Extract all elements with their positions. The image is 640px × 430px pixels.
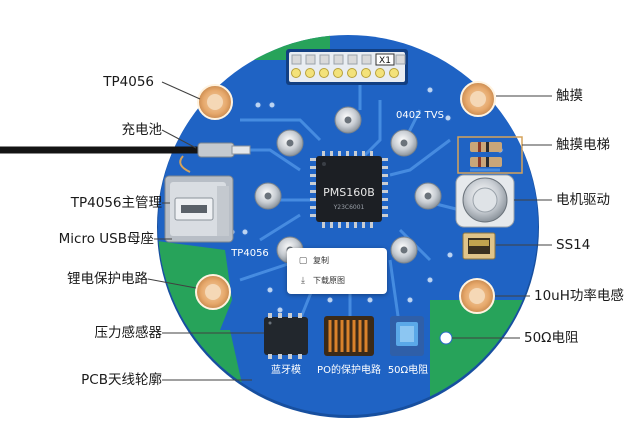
label-50ohm: 50Ω电阻 <box>524 330 579 346</box>
resistor-via <box>439 331 453 345</box>
bluetooth-module <box>264 313 308 359</box>
label-battery: 充电池 <box>121 122 163 138</box>
silk-bluetooth-label: 蓝牙模 <box>271 364 301 376</box>
label-pressure-sensor: 压力感感器 <box>94 325 163 341</box>
mounting-holes <box>254 106 442 264</box>
micro-usb-connector <box>164 175 234 243</box>
silk-50r-label: 50Ω电阻 <box>388 363 428 376</box>
mcu-chip-label: PMS160B <box>323 186 375 199</box>
label-motor-driver: 电机驱动 <box>556 192 610 208</box>
label-pcb-antenna: PCB天线轮廓 <box>81 372 162 388</box>
silk-tp4056-label: TP4056 <box>230 248 269 259</box>
mcu-chip: PMS160B Y23C6001 <box>310 151 388 228</box>
label-touch-ladder: 触摸电梯 <box>556 137 610 153</box>
silk-tvs-label: 0402 TVS <box>396 110 444 121</box>
copy-icon: ▢ <box>298 256 308 266</box>
callout-lines <box>147 81 552 381</box>
power-inductor <box>324 316 374 356</box>
touch-ladder-resistors <box>457 136 523 174</box>
diode-ss14 <box>462 232 496 260</box>
mcu-chip-sublabel: Y23C6001 <box>333 204 365 211</box>
label-battery-protection: 锂电保护电路 <box>67 271 148 287</box>
connector-label: X1 <box>379 56 391 66</box>
menu-item-download[interactable]: ⤓ 下载原图 <box>287 272 387 290</box>
label-tp4056: TP4056 <box>103 74 154 90</box>
context-menu: ▢ 复制 ⤓ 下载原图 <box>287 248 387 294</box>
vibration-motor <box>455 174 515 228</box>
copper-pads <box>195 81 496 314</box>
label-tp4056-main: TP4056主管理 <box>70 195 162 211</box>
menu-item-copy[interactable]: ▢ 复制 <box>287 252 387 270</box>
label-micro-usb: Micro USB母座 <box>58 231 154 247</box>
label-touch: 触摸 <box>556 88 583 104</box>
menu-item-download-label: 下载原图 <box>313 276 345 285</box>
menu-item-copy-label: 复制 <box>313 256 329 265</box>
pin-header-x1: X1 <box>286 49 408 85</box>
label-ss14: SS14 <box>556 237 591 253</box>
label-inductor: 10uH功率电感 <box>534 288 624 304</box>
resistor-50ohm <box>390 316 424 356</box>
silk-protect-label: PO的保护电路 <box>317 363 381 376</box>
download-icon: ⤓ <box>301 276 305 286</box>
battery-cable <box>0 142 251 173</box>
